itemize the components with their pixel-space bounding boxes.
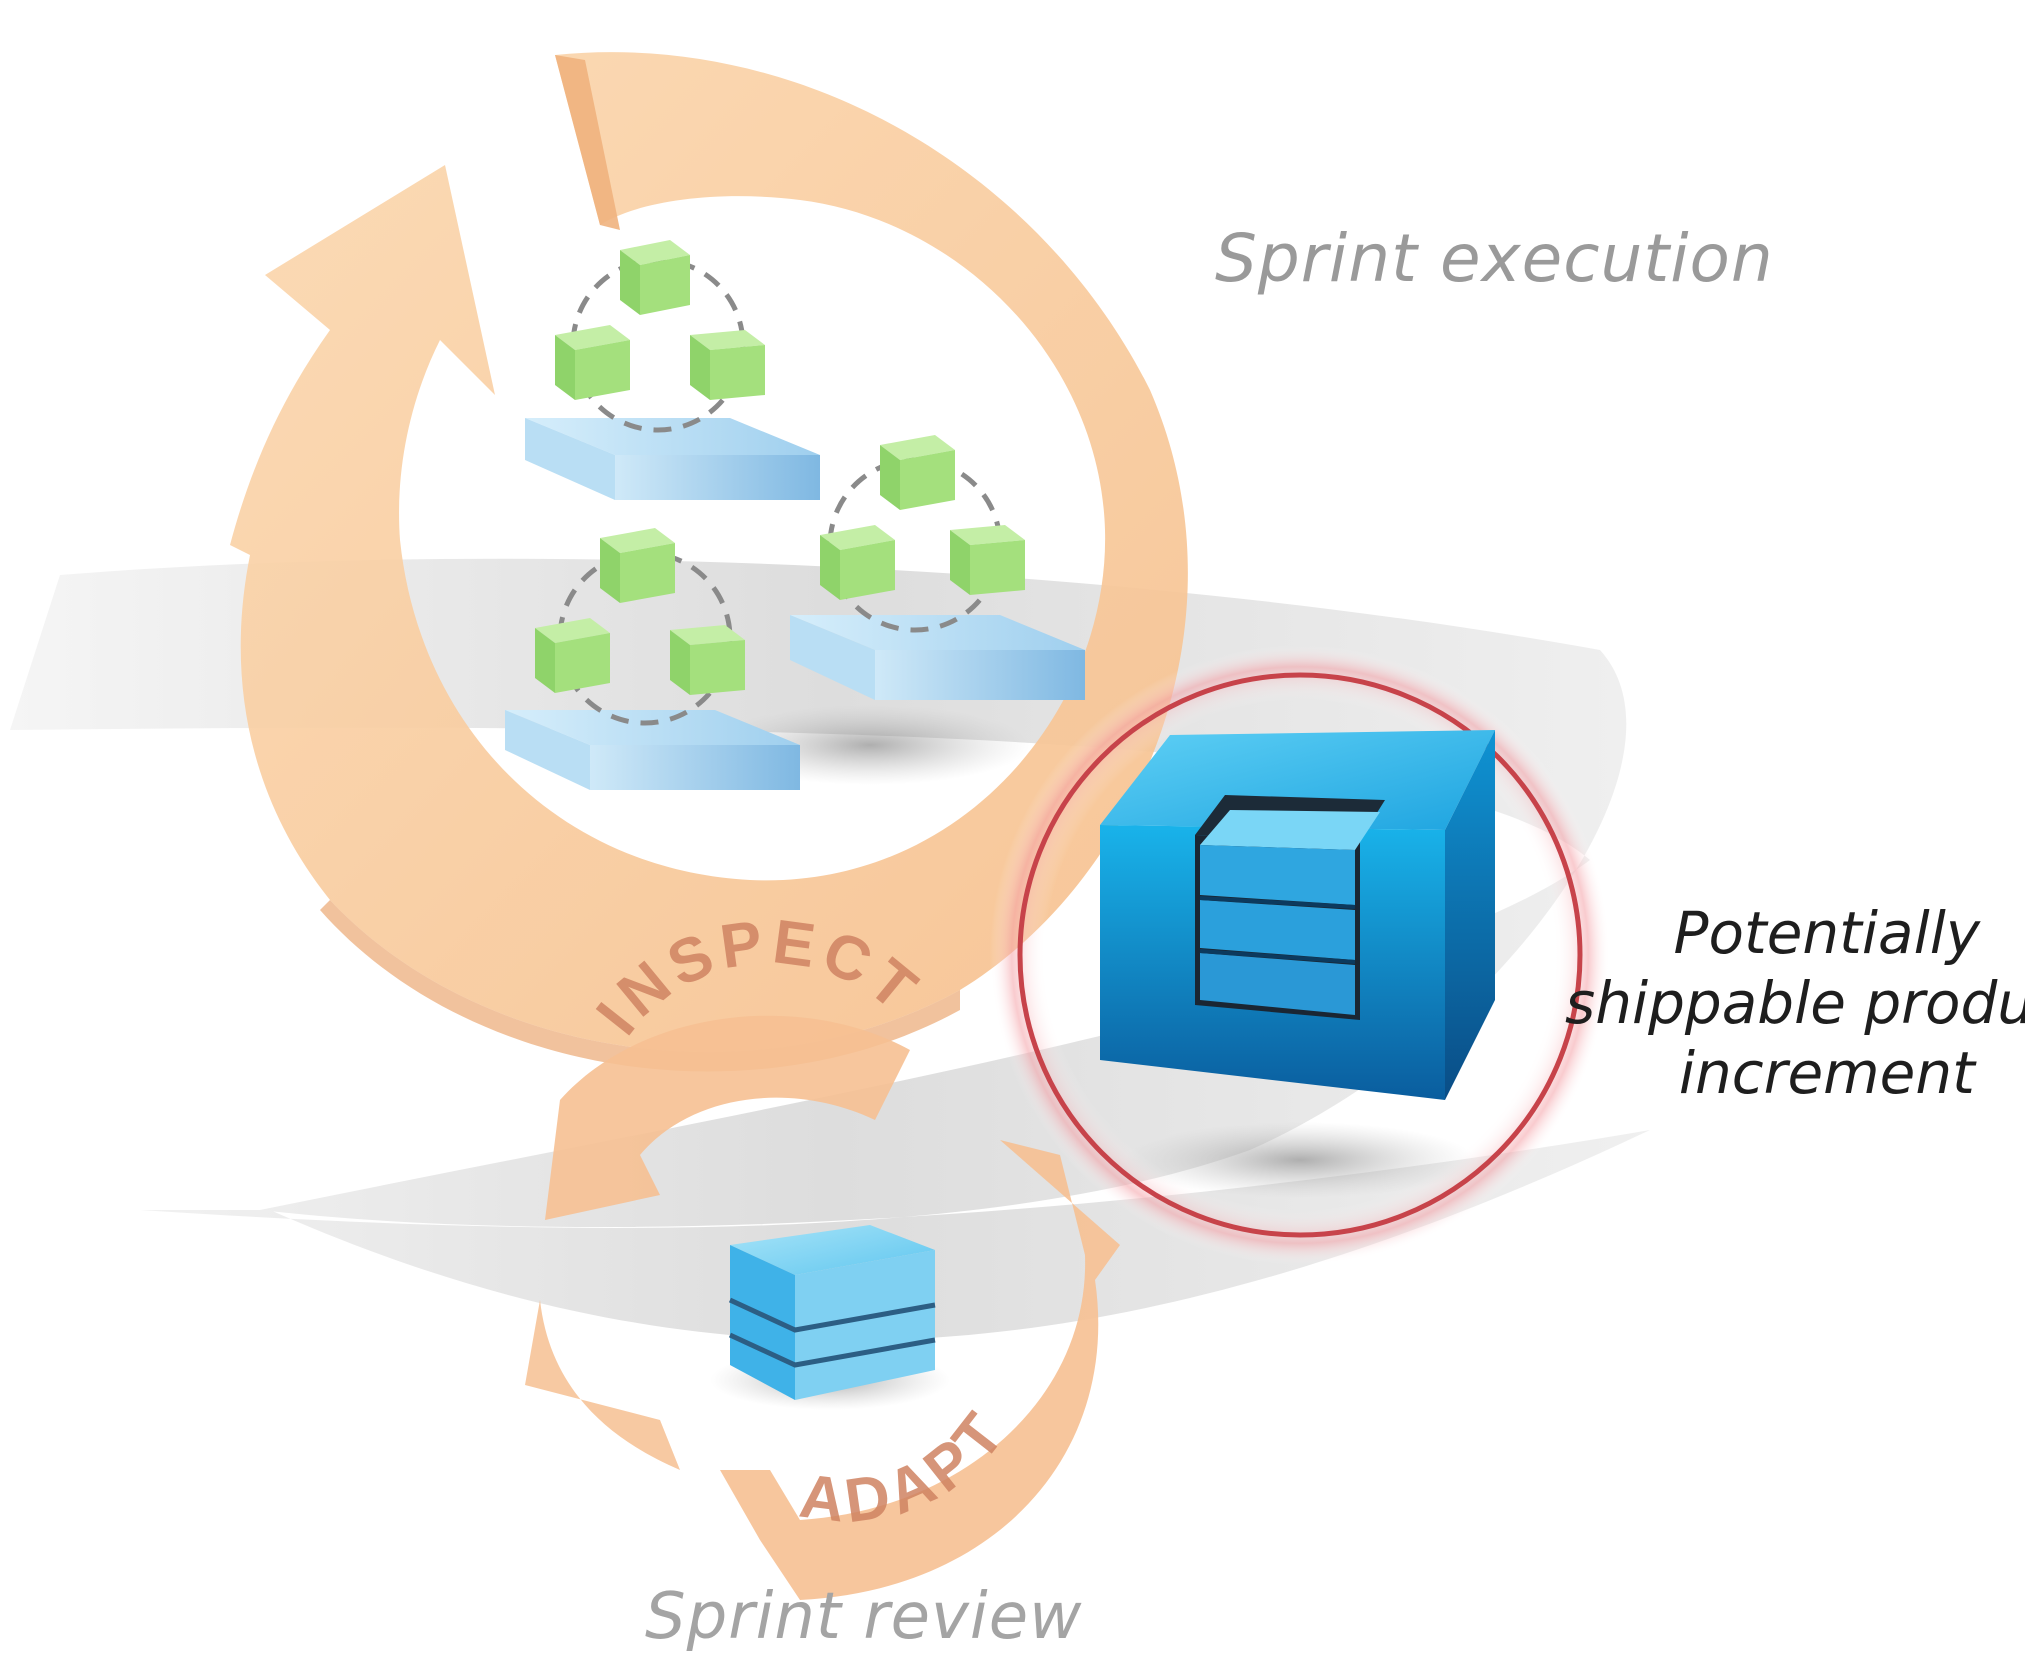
increment-shadow — [1125, 1122, 1475, 1198]
task-cube — [535, 618, 610, 693]
increment-label: Potentially shippable product increment — [1565, 898, 2025, 1108]
increment-label-line: Potentially — [1673, 899, 1981, 967]
task-cube — [690, 330, 765, 400]
task-cube — [600, 528, 675, 603]
increment-label-line: shippable product — [1565, 969, 2025, 1037]
task-cube — [950, 525, 1025, 595]
task-cube — [620, 240, 690, 315]
task-cubes — [535, 240, 1025, 695]
task-cube — [880, 435, 955, 510]
increment-cube-icon — [1100, 730, 1495, 1100]
story-slab — [790, 615, 1085, 700]
story-slab — [525, 418, 820, 500]
sprint-execution-label: Sprint execution — [1215, 220, 1774, 297]
story-slab — [505, 710, 800, 790]
review-cube-icon — [710, 1225, 950, 1410]
task-cube — [670, 625, 745, 695]
sprint-review-label: Sprint review — [645, 1580, 1083, 1654]
increment-label-line: increment — [1678, 1039, 1975, 1107]
task-cube — [820, 525, 895, 600]
task-cube — [555, 325, 630, 400]
sprint-execution-cycle-icon — [230, 52, 1188, 1072]
